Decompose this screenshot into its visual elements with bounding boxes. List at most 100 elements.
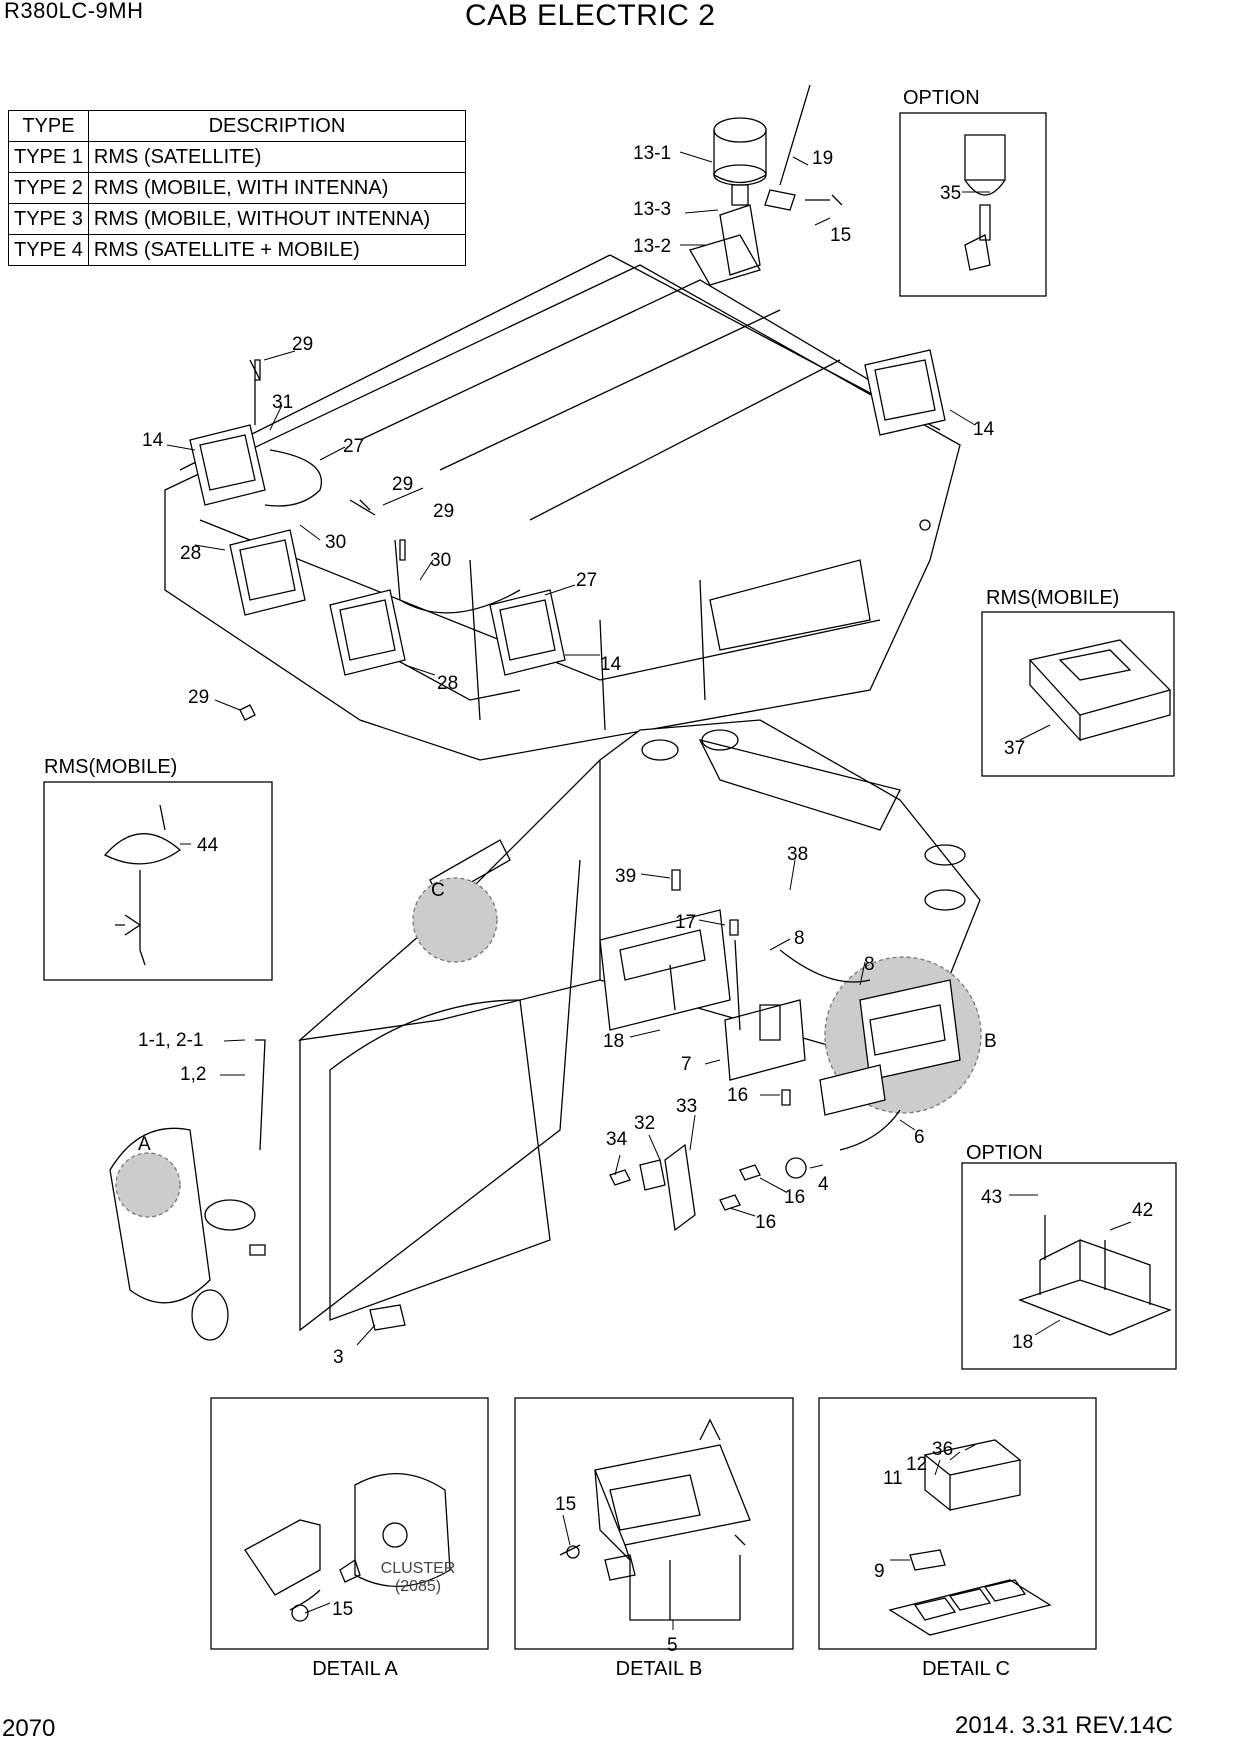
detail-marker-c: C [431, 880, 445, 901]
description-cell: RMS (SATELLITE + MOBILE) [87, 234, 466, 266]
cluster-note: CLUSTER [381, 1560, 456, 1577]
callout-28-b: 28 [437, 673, 458, 694]
callout-12: 12 [906, 1454, 927, 1475]
option-beacon-drawing [964, 134, 1006, 271]
callout-8-b: 8 [864, 954, 875, 975]
rms-mobile-module-drawing [1028, 639, 1172, 742]
callout-15-detail-a: 15 [332, 1599, 353, 1620]
callout-15-top: 15 [830, 225, 851, 246]
callout-29-c: 29 [433, 501, 454, 522]
fastener-drawings [239, 359, 1109, 1241]
rms-mobile-antenna-box [43, 781, 273, 981]
callout-42: 42 [1132, 1200, 1153, 1221]
callout-29-d: 29 [188, 687, 209, 708]
callout-32: 32 [634, 1113, 655, 1134]
option-beacon-box [899, 112, 1047, 297]
revision-date: 2014. 3.31 REV.14C [955, 1712, 1173, 1739]
rms-mobile-antenna-drawing [103, 804, 182, 966]
option-beacon-title: OPTION [903, 87, 980, 109]
callout-1-2: 1,2 [180, 1064, 206, 1085]
callout-38: 38 [787, 844, 808, 865]
description-cell: RMS (MOBILE, WITH INTENNA) [87, 172, 466, 204]
callout-17: 17 [675, 912, 696, 933]
beacon-lamp-drawing [689, 84, 843, 286]
callout-27-b: 27 [576, 570, 597, 591]
callout-15-detail-b: 15 [555, 1494, 576, 1515]
callout-34: 34 [606, 1129, 628, 1150]
detail-c-label: DETAIL C [922, 1658, 1010, 1680]
callout-39: 39 [615, 866, 636, 887]
callout-16-b: 16 [784, 1187, 805, 1208]
type-cell: TYPE 2 [8, 172, 89, 204]
type-cell: TYPE 4 [8, 234, 89, 266]
detail-a-label: DETAIL A [312, 1658, 398, 1680]
callout-11: 11 [883, 1468, 903, 1489]
table-row: TYPE 1 RMS (SATELLITE) [8, 141, 466, 173]
callout-16-a: 16 [727, 1085, 748, 1106]
callout-3: 3 [333, 1347, 344, 1368]
model-number: R380LC-9MH [4, 0, 144, 23]
controller-bracket-drawings [249, 909, 961, 1331]
callout-18-option: 18 [1012, 1332, 1033, 1353]
callout-36: 36 [932, 1439, 953, 1460]
description-column-header: DESCRIPTION [87, 110, 466, 142]
callout-43: 43 [981, 1187, 1002, 1208]
option-bracket-drawing [1018, 1215, 1172, 1336]
description-cell: RMS (MOBILE, WITHOUT INTENNA) [87, 203, 466, 235]
callout-30-b: 30 [430, 550, 451, 571]
callout-13-2: 13-2 [633, 236, 671, 257]
rms-type-table: TYPE DESCRIPTION TYPE 1 RMS (SATELLITE) … [8, 110, 466, 266]
option-bracket-title: OPTION [966, 1142, 1043, 1164]
type-cell: TYPE 3 [8, 203, 89, 235]
callout-44: 44 [197, 835, 219, 856]
callout-7: 7 [681, 1054, 692, 1075]
detail-c-drawing [888, 1439, 1052, 1636]
callout-18-main: 18 [603, 1031, 624, 1052]
callout-6: 6 [914, 1127, 925, 1148]
callout-28-a: 28 [180, 543, 201, 564]
option-bracket-box [961, 1162, 1177, 1370]
detail-marker-b: B [984, 1031, 997, 1052]
callout-29-b: 29 [392, 474, 413, 495]
page-number: 2070 [2, 1715, 56, 1742]
rms-mobile-antenna-title: RMS(MOBILE) [44, 756, 177, 778]
callout-19: 19 [812, 148, 833, 169]
callout-33: 33 [676, 1096, 697, 1117]
table-row: TYPE 4 RMS (SATELLITE + MOBILE) [8, 234, 466, 266]
part-callouts: 13-1 19 13-3 15 13-2 35 29 31 14 14 27 2… [138, 143, 1153, 1656]
cluster-ref: (2085) [395, 1578, 441, 1595]
detail-marker-a: A [138, 1134, 151, 1155]
table-row: TYPE 2 RMS (MOBILE, WITH INTENNA) [8, 172, 466, 204]
callout-9: 9 [874, 1561, 885, 1582]
callout-14-a: 14 [142, 430, 164, 451]
cab-console-drawing [109, 719, 981, 1341]
rms-mobile-module-title: RMS(MOBILE) [986, 587, 1119, 609]
callout-13-3: 13-3 [633, 199, 671, 220]
description-cell: RMS (SATELLITE) [87, 141, 466, 173]
cab-roof-drawing [164, 254, 961, 761]
type-cell: TYPE 1 [8, 141, 89, 173]
work-lamp-drawings [189, 349, 946, 676]
detail-b-label: DETAIL B [616, 1658, 703, 1680]
type-table-header: TYPE DESCRIPTION [8, 110, 466, 142]
callout-37: 37 [1004, 738, 1025, 759]
callout-1-1-2-1: 1-1, 2-1 [138, 1030, 203, 1051]
table-row: TYPE 3 RMS (MOBILE, WITHOUT INTENNA) [8, 203, 466, 235]
callout-14-c: 14 [600, 654, 622, 675]
callout-8-a: 8 [794, 928, 805, 949]
callout-14-b: 14 [973, 419, 995, 440]
leader-lines [166, 151, 1132, 1630]
page-title: CAB ELECTRIC 2 [465, 0, 716, 32]
callout-13-1: 13-1 [633, 143, 671, 164]
rms-mobile-module-box [981, 611, 1175, 777]
detail-b-drawing [559, 1418, 751, 1621]
type-column-header: TYPE [8, 110, 89, 142]
callout-31: 31 [272, 392, 293, 413]
callout-35: 35 [940, 183, 961, 204]
callout-5: 5 [667, 1635, 678, 1656]
callout-16-c: 16 [755, 1212, 776, 1233]
callout-29-a: 29 [292, 334, 313, 355]
callout-30-a: 30 [325, 532, 346, 553]
callout-4: 4 [818, 1174, 829, 1195]
